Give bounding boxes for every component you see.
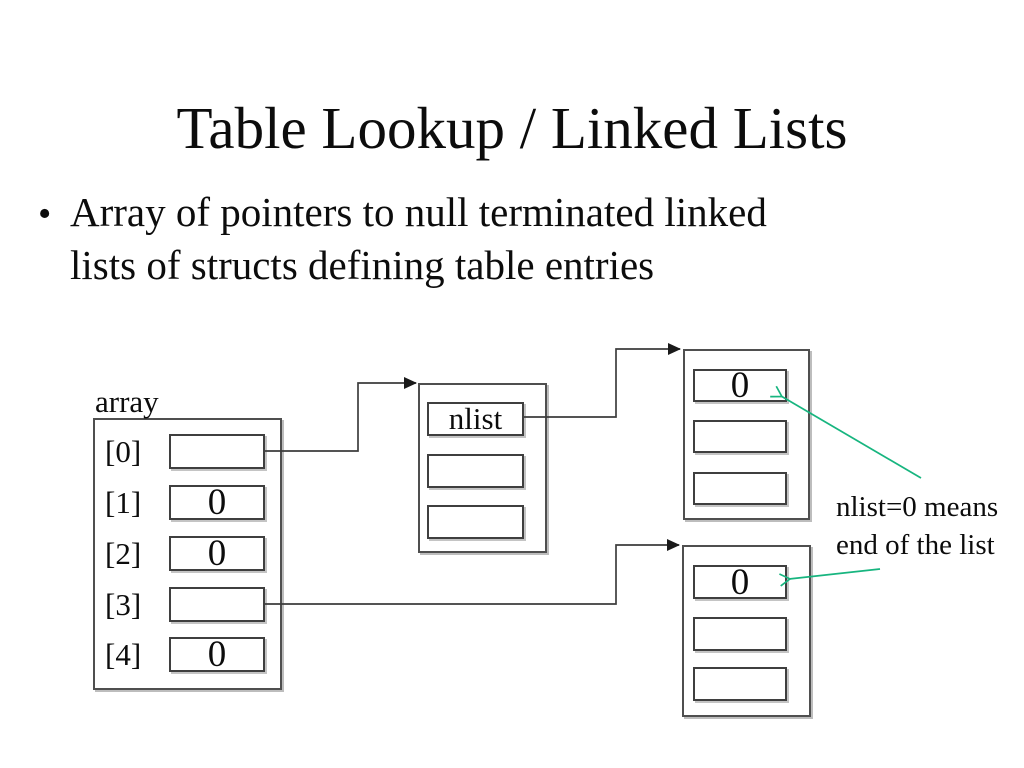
- array-pointer-cell-3: [169, 587, 265, 622]
- bottom-node-cell-2: [693, 617, 787, 651]
- arrow-array3-to-bottom-node: [265, 539, 680, 605]
- array-index-label-3: [3]: [105, 586, 142, 622]
- top-struct-node-box: 0: [683, 349, 810, 520]
- top-node-cell-3: [693, 472, 787, 505]
- nlist-node-cell-3: [427, 505, 524, 539]
- bullet-text-line2: lists of structs defining table entries: [70, 242, 655, 288]
- array-row-4: [4] 0: [101, 634, 265, 675]
- slide-title: Table Lookup / Linked Lists: [176, 95, 848, 161]
- bullet-marker: •: [38, 193, 52, 235]
- arrow-array0-to-nlist: [265, 377, 417, 452]
- array-label: array: [95, 384, 159, 419]
- array-index-label-0: [0]: [105, 433, 142, 469]
- bullet-item: • Array of pointers to null terminated l…: [38, 186, 898, 292]
- nlist-node-cell-1: nlist: [427, 401, 524, 436]
- array-row-0: [0]: [101, 434, 265, 469]
- array-row-1: [1] 0: [101, 482, 265, 523]
- bullet-text-line1: Array of pointers to null terminated lin…: [70, 189, 767, 235]
- array-pointer-cell-0: [169, 434, 265, 469]
- array-pointer-cell-2: 0: [169, 533, 265, 574]
- annotation-line1: nlist=0 means: [836, 491, 999, 523]
- top-node-cell-2: [693, 420, 787, 453]
- array-row-2: [2] 0: [101, 533, 265, 574]
- bottom-struct-node-box: 0: [682, 545, 811, 717]
- array-index-label-4: [4]: [105, 636, 142, 672]
- nlist-node-cell-2: [427, 454, 524, 488]
- annotation-line2: end of the list: [836, 529, 995, 561]
- annotation-note: nlist=0 means end of the list: [836, 488, 998, 564]
- array-pointer-cell-4: 0: [169, 634, 265, 675]
- array-row-3: [3]: [101, 587, 265, 622]
- arrow-nlist-to-top-node: [524, 343, 681, 418]
- array-index-label-2: [2]: [105, 535, 142, 571]
- nlist-node-box: nlist: [418, 383, 547, 553]
- bullet-text: Array of pointers to null terminated lin…: [70, 186, 767, 292]
- top-node-cell-1: 0: [693, 365, 787, 406]
- bottom-node-cell-1: 0: [693, 562, 787, 603]
- array-index-label-1: [1]: [105, 484, 142, 520]
- bottom-node-cell-3: [693, 667, 787, 701]
- array-pointer-cell-1: 0: [169, 482, 265, 523]
